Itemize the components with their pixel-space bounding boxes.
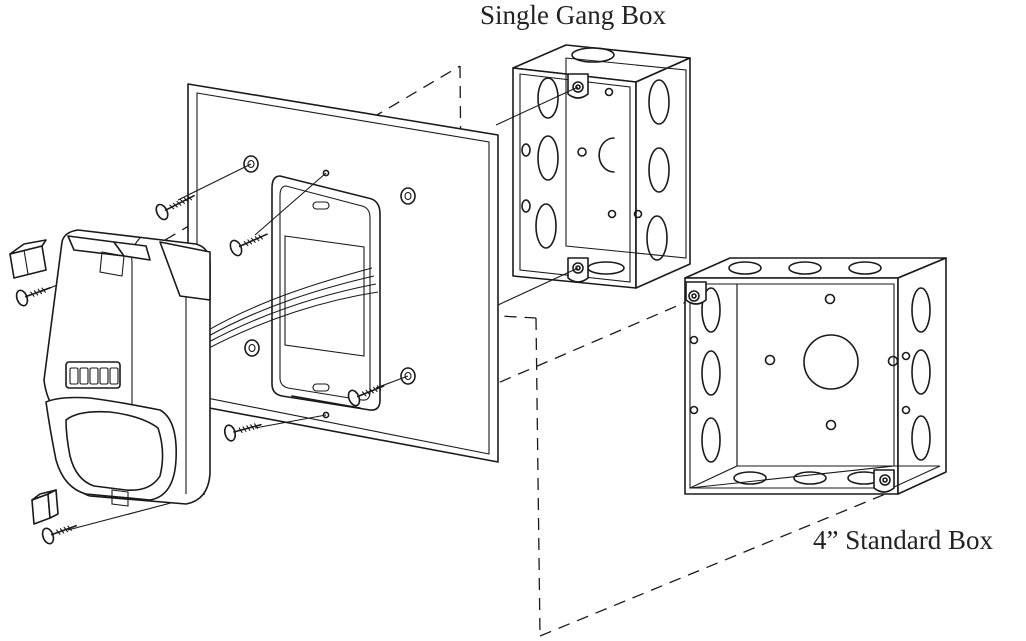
- clip-top: [9, 239, 47, 279]
- standard-box: [684, 257, 947, 495]
- screw: [223, 423, 262, 442]
- standard-box-label: 4” Standard Box: [813, 525, 993, 555]
- screw-guide-lines: [39, 86, 579, 531]
- screw: [229, 233, 268, 257]
- plate-hole: [244, 339, 260, 357]
- clip-bottom: [31, 489, 59, 525]
- plate-hole: [400, 187, 416, 205]
- screw: [347, 385, 385, 407]
- plate-hole: [400, 367, 416, 385]
- plate-hole: [243, 155, 259, 173]
- device-unit: [43, 229, 211, 507]
- wire-bundle: [204, 267, 379, 351]
- screw: [41, 524, 77, 545]
- screw: [15, 286, 51, 307]
- single-gang-box: [512, 44, 691, 289]
- screws: [15, 194, 385, 545]
- mounting-clips: [9, 239, 59, 525]
- screw: [155, 194, 195, 221]
- single-gang-box-label: Single Gang Box: [480, 0, 666, 30]
- wall-plate: [187, 83, 499, 463]
